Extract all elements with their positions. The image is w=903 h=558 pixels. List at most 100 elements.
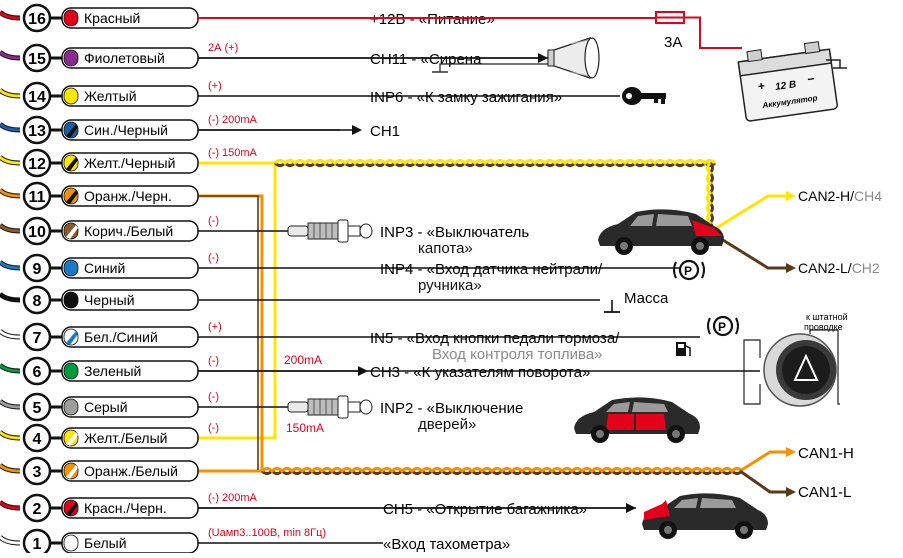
wire-label-box bbox=[61, 396, 199, 418]
car-doors-icon bbox=[574, 397, 700, 443]
can2-twist-strand-a bbox=[273, 159, 717, 166]
wire-note: (Uамп3..100В, min 8Гц) bbox=[208, 527, 326, 539]
wire-number: 10 bbox=[28, 224, 46, 241]
wire-number: 2 bbox=[33, 501, 42, 518]
wire-tail bbox=[0, 223, 21, 233]
wire-destination: +12В - «Питание» bbox=[370, 11, 495, 28]
wire-note: (-) bbox=[208, 252, 219, 264]
wire-tail bbox=[0, 463, 21, 473]
wire-number: 9 bbox=[33, 261, 42, 278]
wire-stripe bbox=[66, 124, 78, 138]
hood-switch-icon bbox=[287, 219, 373, 243]
siren-ground-wire bbox=[439, 63, 548, 72]
wire-number: 4 bbox=[33, 431, 42, 448]
wire-color-swatch bbox=[63, 49, 79, 67]
orange-loop-outline bbox=[198, 195, 259, 470]
battery-plus: + bbox=[757, 79, 766, 94]
wire-tail bbox=[0, 155, 21, 165]
wire-note: (-) bbox=[208, 355, 219, 367]
wire-destination: CH1 bbox=[370, 123, 400, 140]
brake-pedal-letter: P bbox=[718, 320, 726, 334]
wire-tail bbox=[0, 430, 21, 440]
wire-number: 5 bbox=[33, 400, 42, 417]
wire-label: Красный bbox=[84, 10, 140, 26]
can1h-wire bbox=[739, 450, 786, 473]
fuse-label: 3А bbox=[664, 34, 682, 51]
wire-tail bbox=[0, 122, 21, 132]
can2l-wire bbox=[709, 230, 786, 270]
can2h-arrow bbox=[786, 191, 796, 201]
wire-number: 14 bbox=[28, 89, 46, 106]
can1l-arrow bbox=[786, 487, 796, 497]
can1l-label: CAN1-L bbox=[798, 484, 851, 501]
ch5-arrow bbox=[626, 503, 636, 513]
wire-destination: INP2 - «Выключение bbox=[380, 400, 523, 417]
wire-color-swatch bbox=[63, 291, 79, 309]
wire-stripe bbox=[66, 225, 78, 239]
wire-color-swatch bbox=[63, 87, 79, 105]
hazard-wire-left-2 bbox=[743, 370, 761, 405]
wire-tail bbox=[0, 363, 21, 373]
wire-note: (+) bbox=[208, 321, 222, 333]
car-hood-icon bbox=[598, 209, 724, 255]
wire-row-1: 1 Белый (Uамп3..100В, min 8Гц) «Вход тахоме… bbox=[0, 527, 510, 558]
wire-number: 6 bbox=[33, 364, 42, 381]
wire-label: Корич./Белый bbox=[84, 223, 173, 239]
wire-stripe bbox=[66, 502, 78, 516]
wire-destination: CH11 - «Сирена bbox=[370, 51, 482, 68]
wire-tail bbox=[0, 10, 21, 20]
wire-label: Зеленый bbox=[84, 363, 141, 379]
wire-color-swatch bbox=[63, 9, 79, 27]
wire-tail bbox=[0, 399, 21, 409]
wire-stripe bbox=[66, 331, 78, 345]
wire-destination: INP4 - «Вход датчика нейтрали/ bbox=[380, 261, 603, 278]
wire-label: Оранж./Черн. bbox=[84, 188, 172, 204]
mass-label: Масса bbox=[624, 290, 669, 307]
wire-label: Белый bbox=[84, 535, 127, 551]
wire-destination-2: капота» bbox=[418, 240, 473, 257]
can2l-arrow bbox=[786, 263, 796, 273]
wire-label-box bbox=[61, 460, 199, 482]
wire-color-swatch bbox=[63, 534, 79, 552]
wire-label-box bbox=[61, 257, 199, 279]
wire-label: Красн./Черн. bbox=[84, 500, 167, 516]
wire-label: Синий bbox=[84, 260, 125, 276]
wire-label: Оранж./Белый bbox=[84, 463, 178, 479]
wire-destination: «Вход тахометра» bbox=[383, 536, 510, 553]
hazard-button-icon bbox=[763, 333, 837, 407]
wire-number: 12 bbox=[28, 156, 46, 173]
std-wiring-label-1: к штатной bbox=[806, 312, 848, 322]
wire-tail bbox=[0, 329, 21, 339]
hazard-wire-left bbox=[743, 339, 761, 370]
fuel-icon bbox=[676, 342, 691, 356]
car-trunk-icon bbox=[642, 493, 768, 539]
ch4-current-label: 150mA bbox=[286, 421, 324, 435]
can2h-sub: CH4 bbox=[854, 188, 882, 204]
wire-note: 2А (+) bbox=[208, 42, 238, 54]
can2h-main: CAN2-H/ bbox=[798, 188, 854, 204]
wire-tail bbox=[0, 260, 21, 270]
wire-number: 13 bbox=[28, 123, 46, 140]
can1h-label: CAN1-H bbox=[798, 445, 854, 462]
wire-label: Желтый bbox=[84, 88, 137, 104]
wire-number: 1 bbox=[33, 536, 42, 553]
wire-destination-2: ручника» bbox=[418, 277, 482, 294]
ch11-arrow bbox=[538, 53, 548, 63]
can2l-label: CAN2-L/CH2 bbox=[798, 260, 880, 276]
wire-number: 16 bbox=[28, 11, 46, 28]
brake-pedal-icon: P bbox=[707, 315, 739, 337]
ch3-current-label: 200mA bbox=[284, 353, 322, 367]
wire-stripe bbox=[66, 432, 78, 446]
wire-color-swatch bbox=[63, 362, 79, 380]
wire-destination: CH3 - «К указателям поворота» bbox=[370, 364, 590, 381]
wire-color-swatch bbox=[63, 398, 79, 416]
